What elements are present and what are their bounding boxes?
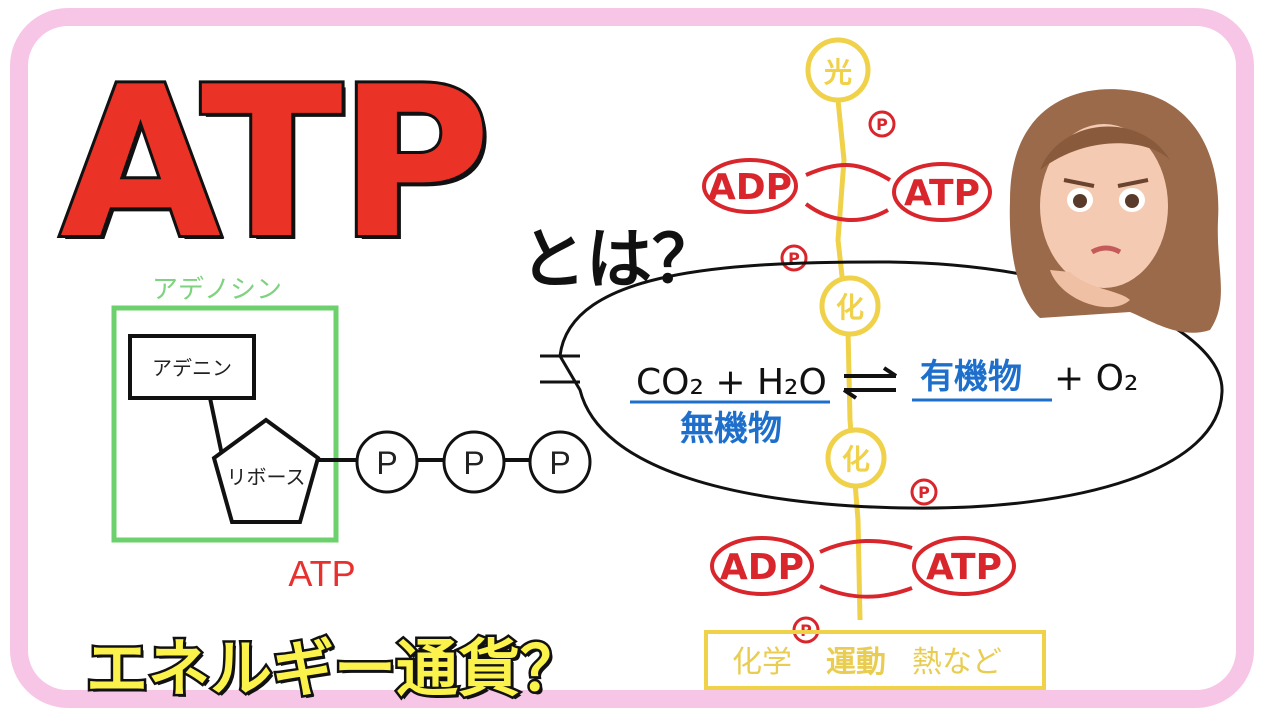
atp-node-top: ATP: [892, 162, 992, 222]
atp-node-bottom: ATP: [912, 536, 1016, 596]
energy-use-chemical: 化学: [732, 645, 792, 680]
subtitle-energy-currency: エネルギー通貨？: [83, 630, 584, 708]
phosphate-1: P: [355, 430, 419, 494]
adenosine-label: アデノシン: [152, 275, 282, 305]
ribose-pentagon: [211, 417, 321, 524]
adenosine-box: [111, 305, 339, 543]
adp-node-top: ADP: [702, 158, 798, 214]
energy-use-motion: 運動: [826, 645, 886, 680]
equation-left: CO₂ + H₂O: [636, 362, 827, 403]
svg-text:P: P: [549, 445, 570, 481]
chem-node-bottom: 化: [825, 427, 887, 489]
energy-uses-box: [704, 630, 1046, 690]
svg-text:ATP: ATP: [904, 173, 980, 214]
chem-node-top: 化: [819, 275, 881, 337]
svg-text:P: P: [376, 445, 397, 481]
inorganic-label: 無機物: [680, 409, 782, 449]
energy-use-heat: 熱など: [912, 645, 1002, 680]
arrow-adp-to-atp-bottom: [819, 539, 913, 554]
svg-text:化: 化: [842, 443, 870, 476]
organic-label: 有機物: [920, 357, 1022, 397]
phosphate-2: P: [442, 430, 506, 494]
equation-o2: + O₂: [1054, 358, 1138, 399]
arrow-atp-to-adp-bottom: [819, 584, 913, 599]
adenine-label: アデニン: [152, 356, 232, 380]
svg-text:化: 化: [836, 291, 864, 324]
thinking-avatar-icon: [1009, 89, 1221, 333]
p-marker-left-top: P: [780, 244, 808, 272]
atp-molecule-label: ATP: [288, 553, 355, 594]
svg-text:P: P: [463, 445, 484, 481]
title-atp: ATP: [57, 43, 494, 285]
cell-outline: [558, 260, 1224, 510]
ribose-label: リボース: [227, 465, 306, 489]
title-suffix: とは？: [520, 221, 718, 298]
p-marker-top: P: [868, 110, 896, 138]
p-marker-bottom: P: [910, 478, 938, 506]
phosphate-3: P: [528, 430, 592, 494]
svg-text:P: P: [876, 115, 888, 134]
svg-text:ADP: ADP: [720, 547, 804, 588]
light-node: 光: [805, 37, 871, 103]
adp-node-bottom: ADP: [710, 536, 814, 596]
arrow-adp-to-atp-top: [805, 163, 892, 182]
svg-text:ATP: ATP: [926, 547, 1002, 588]
equilibrium-arrows: [842, 366, 898, 400]
svg-text:ADP: ADP: [708, 167, 792, 208]
svg-text:P: P: [918, 483, 930, 502]
svg-text:P: P: [788, 249, 800, 268]
adenine-ribose-bond: [208, 397, 224, 456]
adenine-box: [128, 334, 256, 400]
arrow-atp-to-adp-top: [804, 202, 889, 222]
svg-text:光: 光: [823, 56, 852, 89]
